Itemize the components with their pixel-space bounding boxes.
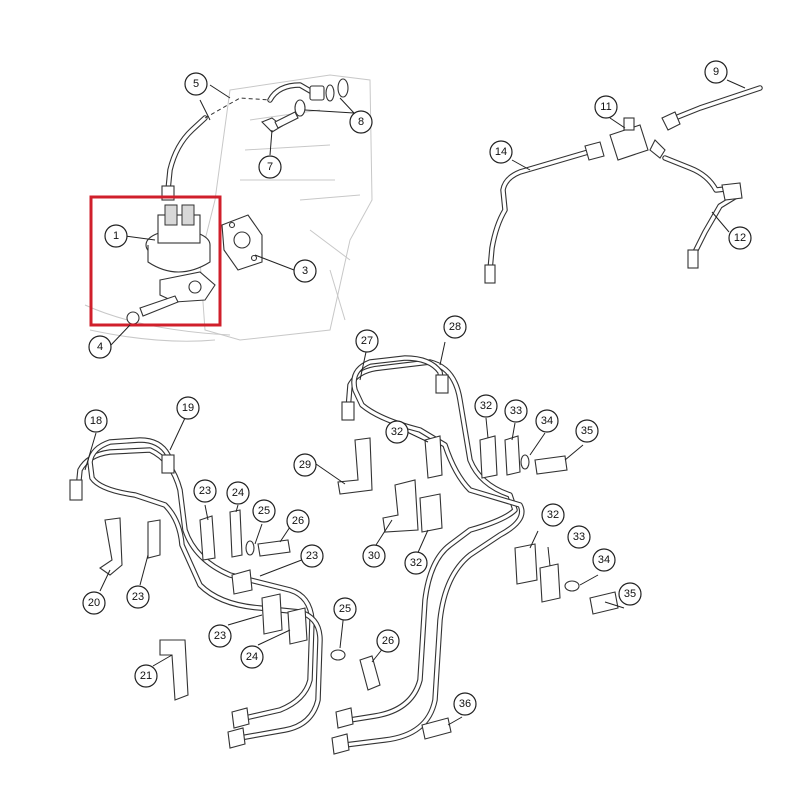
right-injector-lines [331,355,619,755]
svg-text:21: 21 [140,670,152,682]
callout: 34 [535,409,559,433]
svg-text:36: 36 [459,698,471,710]
svg-text:32: 32 [547,509,559,521]
callout: 32 [474,394,498,418]
svg-text:27: 27 [361,335,373,347]
highlight-box [89,195,222,327]
svg-text:25: 25 [258,505,270,517]
callout: 24 [240,645,264,669]
callout: 23 [300,544,324,568]
callout: 14 [489,140,513,164]
svg-text:29: 29 [299,459,311,471]
callout: 25 [252,499,276,523]
callout: 9 [704,60,728,84]
svg-text:24: 24 [246,651,258,663]
svg-text:32: 32 [410,557,422,569]
callout: 30 [362,544,386,568]
tee-fitting-assembly [484,85,763,284]
callout: 35 [618,582,642,606]
callout: 3 [293,259,317,283]
callout: 11 [594,95,618,119]
svg-text:32: 32 [480,400,492,412]
svg-text:35: 35 [624,588,636,600]
svg-text:3: 3 [302,265,308,277]
svg-text:32: 32 [391,426,403,438]
svg-text:23: 23 [199,485,211,497]
svg-text:19: 19 [182,402,194,414]
svg-text:9: 9 [713,66,719,78]
svg-text:1: 1 [113,230,119,242]
svg-text:34: 34 [598,554,610,566]
callout: 34 [592,548,616,572]
callout: 7 [258,155,282,179]
callout: 25 [333,597,357,621]
callout: 32 [385,420,409,444]
callout: 23 [193,479,217,503]
svg-text:12: 12 [734,232,746,244]
callout: 5 [184,72,208,96]
svg-text:26: 26 [382,635,394,647]
callout: 26 [376,629,400,653]
fuel-pump-assembly [126,78,349,325]
callout: 33 [504,399,528,423]
callout: 29 [293,453,317,477]
callout: 26 [286,509,310,533]
callout: 27 [355,329,379,353]
svg-text:5: 5 [193,78,199,90]
svg-text:33: 33 [510,405,522,417]
callout: 20 [82,591,106,615]
svg-text:14: 14 [495,146,507,158]
callout: 19 [176,396,200,420]
callout: 36 [453,692,477,716]
svg-text:28: 28 [449,321,461,333]
svg-text:30: 30 [368,550,380,562]
callout: 32 [404,551,428,575]
callout: 28 [443,315,467,339]
left-injector-lines [69,437,381,749]
callout: 24 [226,481,250,505]
callout: 23 [208,624,232,648]
engine-block-ghost [84,74,373,342]
callout: 21 [134,664,158,688]
svg-text:23: 23 [306,550,318,562]
callout: 32 [541,503,565,527]
callout: 12 [728,226,752,250]
callout: 8 [349,110,373,134]
svg-text:8: 8 [358,116,364,128]
svg-text:23: 23 [214,630,226,642]
svg-text:23: 23 [132,591,144,603]
callout: 33 [567,525,591,549]
callout: 4 [88,335,112,359]
svg-text:25: 25 [339,603,351,615]
svg-text:7: 7 [267,161,273,173]
svg-text:18: 18 [90,415,102,427]
svg-text:24: 24 [232,487,244,499]
svg-text:33: 33 [573,531,585,543]
svg-text:26: 26 [292,515,304,527]
svg-text:11: 11 [600,101,611,113]
svg-text:4: 4 [97,341,103,353]
svg-text:20: 20 [88,597,100,609]
svg-text:35: 35 [581,425,593,437]
callout: 23 [126,585,150,609]
callout: 35 [575,419,599,443]
callout: 1 [104,224,128,248]
svg-text:34: 34 [541,415,553,427]
callout: 18 [84,409,108,433]
